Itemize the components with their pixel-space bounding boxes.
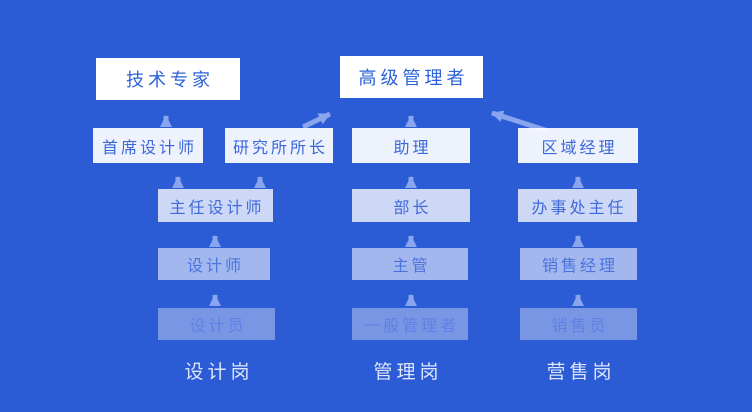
node-general-staff: 一般管理者	[352, 308, 468, 340]
column-label-sales-track: 营售岗	[546, 361, 616, 383]
node-assistant: 助理	[352, 128, 470, 163]
column-label-design-track: 设计岗	[184, 361, 254, 383]
node-supervisor: 主管	[352, 248, 468, 280]
column-label-management-track: 管理岗	[373, 361, 443, 383]
node-regional-manager: 区域经理	[518, 128, 638, 163]
node-lead-designer: 主任设计师	[158, 189, 273, 222]
node-junior-designer: 设计员	[158, 308, 275, 340]
node-tech-expert: 技术专家	[96, 58, 240, 100]
arrow-institute-director-to-senior-manager	[301, 111, 332, 130]
node-office-director: 办事处主任	[518, 189, 637, 222]
node-sales-manager: 销售经理	[520, 248, 637, 280]
node-salesperson: 销售员	[520, 308, 637, 340]
node-department-head: 部长	[352, 189, 470, 222]
node-designer: 设计师	[158, 248, 270, 280]
node-senior-manager: 高级管理者	[340, 56, 483, 98]
node-institute-director: 研究所所长	[225, 128, 333, 163]
node-chief-designer: 首席设计师	[93, 128, 203, 163]
